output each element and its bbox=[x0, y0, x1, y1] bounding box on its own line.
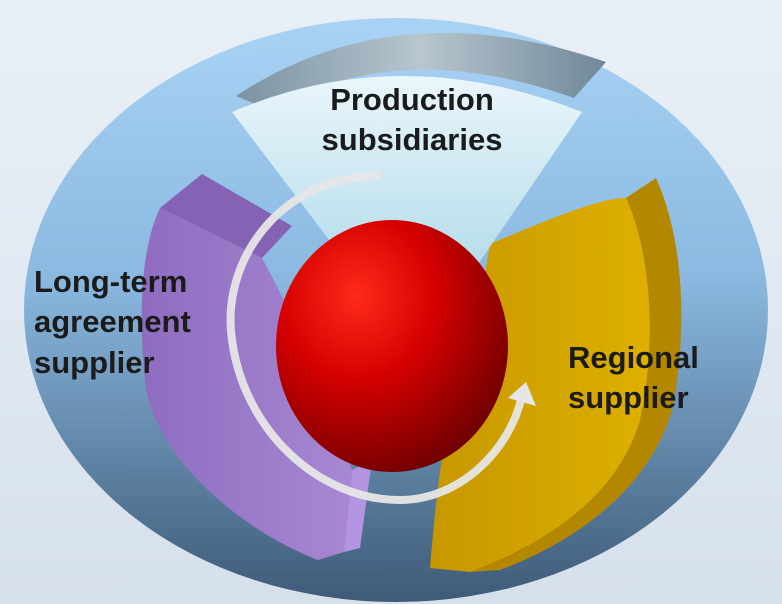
back-arc bbox=[236, 32, 606, 110]
label-production-line1: Production bbox=[330, 82, 494, 117]
label-long-term-agreement-supplier: Long-term agreement supplier bbox=[34, 262, 191, 383]
center-sphere bbox=[276, 220, 508, 472]
label-regional-line2: supplier bbox=[568, 380, 689, 416]
label-production-line2: subsidiaries bbox=[321, 122, 503, 158]
label-regional-supplier: Regional supplier bbox=[568, 338, 699, 419]
segment-long-term-side bbox=[344, 460, 372, 552]
label-longterm-line3: supplier bbox=[34, 344, 155, 380]
segment-production bbox=[232, 76, 582, 276]
label-regional-line1: Regional bbox=[568, 340, 699, 375]
arrow-head-icon bbox=[508, 382, 536, 406]
label-production-subsidiaries: Production subsidiaries bbox=[292, 80, 532, 161]
cycle-arrow bbox=[226, 172, 526, 505]
segment-regional-side bbox=[470, 178, 682, 572]
label-longterm-line2: agreement bbox=[34, 304, 191, 340]
label-longterm-line1: Long-term bbox=[34, 264, 188, 299]
